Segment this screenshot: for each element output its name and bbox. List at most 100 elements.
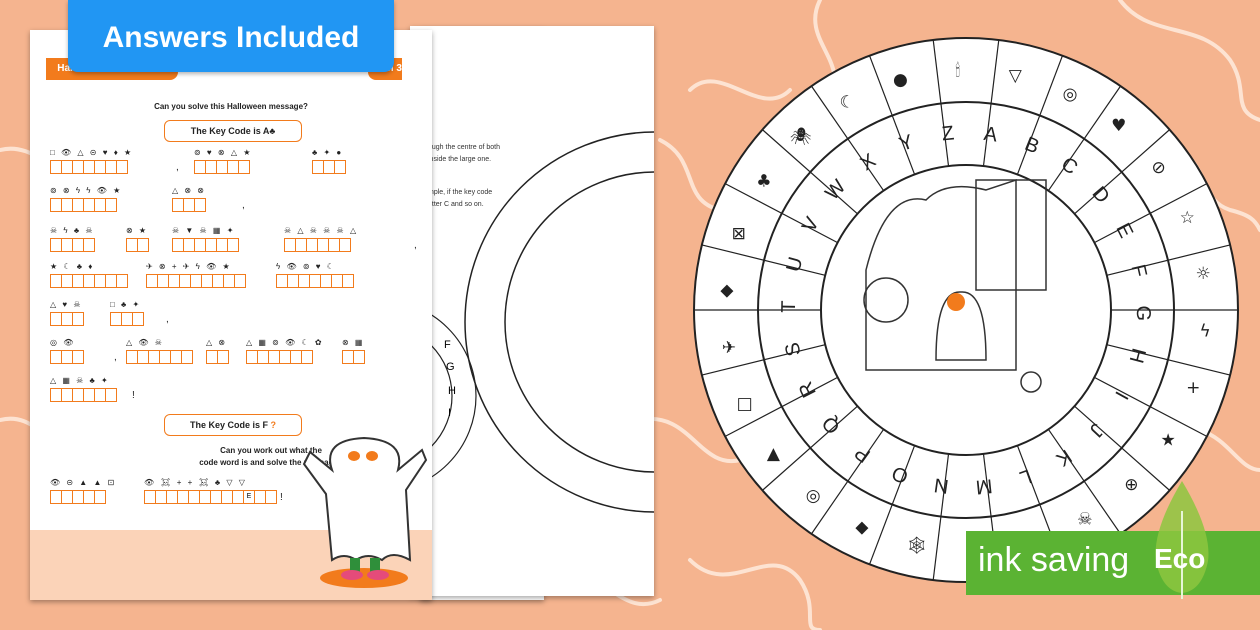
answer-box[interactable] [144, 490, 155, 504]
answer-box[interactable] [205, 160, 216, 174]
answer-box[interactable] [254, 490, 265, 504]
answer-box[interactable] [94, 490, 106, 504]
answer-box[interactable] [94, 198, 105, 212]
answer-box[interactable] [72, 312, 84, 326]
answer-box[interactable] [83, 160, 94, 174]
answer-box[interactable] [61, 490, 72, 504]
answer-box[interactable] [148, 350, 159, 364]
answer-box[interactable] [179, 274, 190, 288]
answer-box[interactable] [309, 274, 320, 288]
answer-box[interactable] [157, 274, 168, 288]
answer-box[interactable] [323, 160, 334, 174]
answer-box[interactable] [116, 160, 128, 174]
answer-box[interactable] [188, 490, 199, 504]
answer-box[interactable] [246, 350, 257, 364]
answer-box[interactable] [177, 490, 188, 504]
answer-box[interactable] [194, 198, 206, 212]
answer-box[interactable] [205, 238, 216, 252]
answer-box[interactable] [137, 238, 149, 252]
answer-box[interactable] [234, 274, 246, 288]
answer-box[interactable] [155, 490, 166, 504]
answer-box[interactable] [50, 388, 61, 402]
answer-box[interactable] [353, 350, 365, 364]
answer-box[interactable] [317, 238, 328, 252]
answer-box[interactable] [265, 490, 277, 504]
answer-box[interactable] [50, 350, 61, 364]
answer-box[interactable] [61, 160, 72, 174]
answer-box[interactable] [194, 238, 205, 252]
answer-box[interactable] [194, 160, 205, 174]
answer-box[interactable] [284, 238, 295, 252]
answer-box[interactable] [105, 274, 116, 288]
answer-box[interactable] [116, 274, 128, 288]
answer-box[interactable] [227, 238, 239, 252]
answer-box[interactable] [126, 350, 137, 364]
answer-box[interactable] [105, 160, 116, 174]
answer-box[interactable] [232, 490, 243, 504]
answer-box[interactable] [172, 198, 183, 212]
answer-box[interactable] [279, 350, 290, 364]
answer-box[interactable] [342, 350, 353, 364]
answer-box[interactable] [94, 160, 105, 174]
answer-box[interactable] [334, 160, 346, 174]
answer-box[interactable] [72, 238, 83, 252]
answer-box[interactable] [94, 274, 105, 288]
answer-box[interactable] [238, 160, 250, 174]
answer-box[interactable] [257, 350, 268, 364]
answer-box[interactable] [50, 238, 61, 252]
answer-box[interactable] [126, 238, 137, 252]
answer-box[interactable] [72, 490, 83, 504]
answer-box[interactable] [339, 238, 351, 252]
answer-box[interactable] [132, 312, 144, 326]
answer-box[interactable] [61, 274, 72, 288]
answer-box[interactable] [72, 350, 84, 364]
answer-box[interactable] [290, 350, 301, 364]
answer-box[interactable] [301, 350, 313, 364]
answer-box[interactable] [206, 350, 217, 364]
answer-box[interactable]: E [243, 490, 254, 504]
answer-box[interactable] [201, 274, 212, 288]
answer-box[interactable] [61, 312, 72, 326]
answer-box[interactable] [50, 490, 61, 504]
answer-box[interactable] [212, 274, 223, 288]
answer-box[interactable] [50, 198, 61, 212]
answer-box[interactable] [50, 274, 61, 288]
answer-box[interactable] [306, 238, 317, 252]
answer-box[interactable] [72, 198, 83, 212]
answer-box[interactable] [61, 350, 72, 364]
answer-box[interactable] [94, 388, 105, 402]
answer-box[interactable] [50, 312, 61, 326]
answer-box[interactable] [105, 388, 117, 402]
answer-box[interactable] [168, 274, 179, 288]
answer-box[interactable] [328, 238, 339, 252]
answer-box[interactable] [50, 160, 61, 174]
answer-box[interactable] [320, 274, 331, 288]
answer-box[interactable] [72, 388, 83, 402]
answer-box[interactable] [61, 388, 72, 402]
answer-box[interactable] [210, 490, 221, 504]
answer-box[interactable] [295, 238, 306, 252]
answer-box[interactable] [146, 274, 157, 288]
answer-box[interactable] [83, 388, 94, 402]
answer-box[interactable] [312, 160, 323, 174]
answer-box[interactable] [72, 160, 83, 174]
answer-box[interactable] [331, 274, 342, 288]
answer-box[interactable] [121, 312, 132, 326]
answer-box[interactable] [216, 160, 227, 174]
answer-box[interactable] [83, 238, 95, 252]
answer-box[interactable] [342, 274, 354, 288]
answer-box[interactable] [199, 490, 210, 504]
answer-box[interactable] [110, 312, 121, 326]
answer-box[interactable] [227, 160, 238, 174]
answer-box[interactable] [183, 238, 194, 252]
answer-box[interactable] [61, 198, 72, 212]
answer-box[interactable] [159, 350, 170, 364]
answer-box[interactable] [72, 274, 83, 288]
answer-box[interactable] [83, 274, 94, 288]
answer-box[interactable] [137, 350, 148, 364]
answer-box[interactable] [105, 198, 117, 212]
answer-box[interactable] [83, 490, 94, 504]
answer-box[interactable] [61, 238, 72, 252]
answer-box[interactable] [183, 198, 194, 212]
answer-box[interactable] [170, 350, 181, 364]
